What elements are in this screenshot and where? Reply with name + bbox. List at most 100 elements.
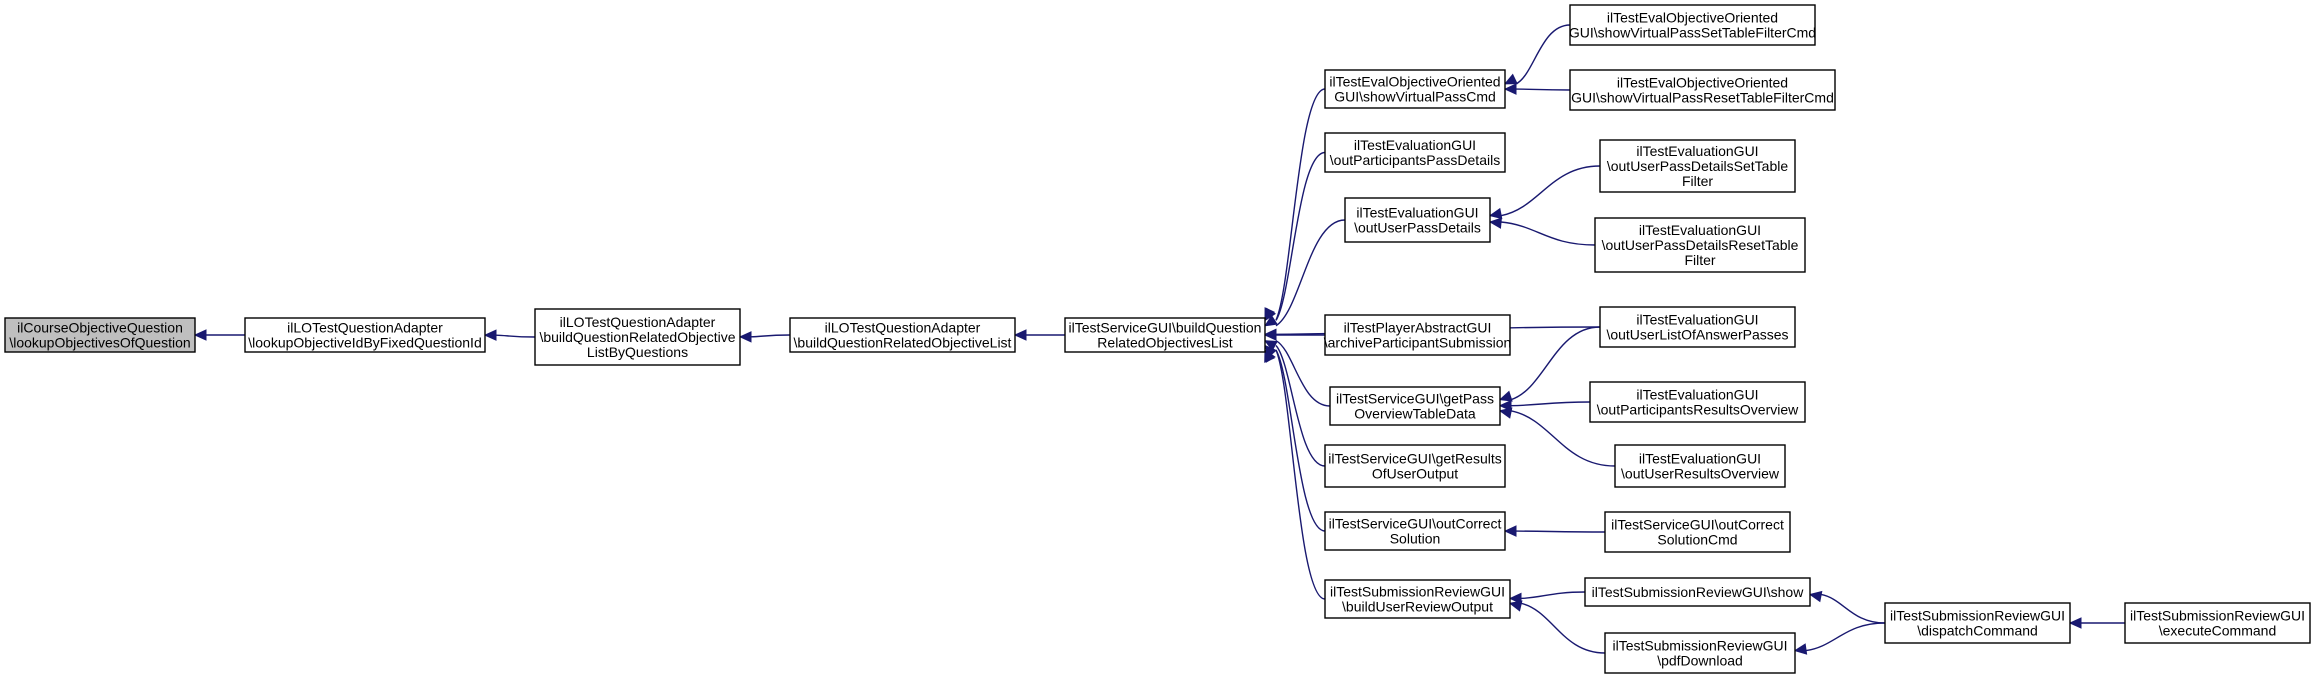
graph-node-illotestquestionadapter-buildquestionrelatedobjectivelistbyquestions[interactable]: ilLOTestQuestionAdapter\buildQuestionRel… [534,308,741,366]
graph-edge-n16-to-n7 [1488,217,1596,246]
graph-node-iltestsubmissionreviewgui-dispatchcommand[interactable]: ilTestSubmissionReviewGUI\dispatchComman… [1884,602,2071,644]
node-label-line: OfUserOutput [1372,466,1458,482]
graph-edge-n15-to-n7 [1488,165,1601,220]
node-label-line: ilLOTestQuestionAdapter [287,320,443,336]
graph-edge-n12-to-n4 [1264,348,1326,600]
graph-edge-n13-to-n5 [1503,24,1571,85]
edge-line [1500,221,1596,246]
node-box [1604,632,1796,674]
node-label-line: GUI\showVirtualPassCmd [1334,89,1496,105]
graph-node-iltestevaluationgui-outuserresultsoverview[interactable]: ilTestEvaluationGUI\outUserResultsOvervi… [1614,444,1786,488]
node-label-line: \lookupObjectivesOfQuestion [9,335,190,351]
graph-node-iltestplayerabstractgui-archiveparticipantsubmission[interactable]: ilTestPlayerAbstractGUI\archiveParticipa… [1324,314,1512,356]
graph-node-iltestservicegui-buildquestionrelatedobjectiveslist[interactable]: ilTestServiceGUI\buildQuestionRelatedObj… [1064,317,1266,353]
edges-layer [193,24,2126,655]
graph-edge-n22-to-n12 [1508,600,1606,654]
node-label-line: ilTestSubmissionReviewGUI [1330,584,1505,600]
graph-edge-n6-to-n4 [1264,151,1326,322]
node-label-line: GUI\showVirtualPassResetTableFilterCmd [1571,90,1834,106]
graph-node-illotestquestionadapter-lookupobjectiveidbyfixedquestionid[interactable]: ilLOTestQuestionAdapter\lookupObjectiveI… [244,317,486,353]
edge-line [1520,591,1586,600]
node-label-line: ilTestEvalObjectiveOriented [1617,75,1788,91]
node-label-line: ilTestEvalObjectiveOriented [1329,74,1500,90]
node-box [534,308,741,366]
node-label-line: \pdfDownload [1657,653,1743,669]
graph-edge-n17-to-n9 [1498,326,1601,402]
node-label-line: \outParticipantsResultsOverview [1597,402,1799,418]
edge-arrowhead [1263,314,1278,327]
edge-arrowhead [1013,329,1027,341]
node-box [1569,69,1836,111]
graph-edge-n20-to-n11 [1503,525,1606,537]
edge-line [1515,24,1571,85]
edge-line [1510,326,1601,401]
graph-edge-n24-to-n23 [2068,617,2126,629]
graph-edge-n23-to-n22 [1793,622,1886,655]
node-label-line: ilTestSubmissionReviewGUI [2130,608,2305,624]
node-label-line: ilTestServiceGUI\outCorrect [1329,516,1502,532]
edge-line [1510,410,1616,467]
graph-node-iltestsubmissionreviewgui-show[interactable]: ilTestSubmissionReviewGUI\show [1584,577,1811,607]
graph-node-iltestevaluationgui-outparticipantspassdetails[interactable]: ilTestEvaluationGUI\outParticipantsPassD… [1324,132,1506,173]
node-label-line: ilTestEvaluationGUI [1636,312,1758,328]
node-label-line: ilLOTestQuestionAdapter [560,314,716,330]
graph-node-iltestevalobjectiveorientedgui-showvirtualpasscmd[interactable]: ilTestEvalObjectiveOrientedGUI\showVirtu… [1324,69,1506,109]
edge-arrowhead [1263,340,1278,352]
node-box [244,317,486,353]
edge-arrowhead [1503,83,1517,95]
graph-node-iltestevalobjectiveorientedgui-showvirtualpasssettablefiltercmd[interactable]: ilTestEvalObjectiveOrientedGUI\showVirtu… [1569,4,1816,46]
graph-edge-n4-to-n3 [1013,329,1065,341]
graph-node-illotestquestionadapter-buildquestionrelatedobjectivelist[interactable]: ilLOTestQuestionAdapter\buildQuestionRel… [789,317,1016,353]
node-label-line: ilTestServiceGUI\buildQuestion [1069,320,1262,336]
node-label-line: ilTestServiceGUI\getResults [1328,451,1502,467]
graph-node-iltestsubmissionreviewgui-builduserreviewoutput[interactable]: ilTestSubmissionReviewGUI\buildUserRevie… [1324,579,1511,619]
graph-edge-n9-to-n4 [1263,340,1331,407]
node-label-line: ilLOTestQuestionAdapter [825,320,981,336]
node-label-line: \archiveParticipantSubmission [1324,335,1512,351]
node-box [2124,602,2311,644]
edge-line [1515,88,1571,91]
graph-node-ilcourseobjectivequestion-lookupobjectivesofquestion[interactable]: ilCourseObjectiveQuestion\lookupObjectiv… [4,317,196,353]
edge-line [1820,593,1886,624]
node-label-line: ilTestSubmissionReviewGUI\show [1592,584,1805,600]
node-box [1324,511,1506,551]
node-box [1599,139,1796,193]
edge-line [1510,401,1591,407]
graph-node-iltestevaluationgui-outuserpassdetailssettablefilter[interactable]: ilTestEvaluationGUI\outUserPassDetailsSe… [1599,139,1796,193]
node-label-line: ilTestEvalObjectiveOriented [1607,10,1778,26]
node-label-line: Filter [1684,252,1715,268]
node-label-line: \buildQuestionRelatedObjectiveList [794,335,1012,351]
node-box [1324,444,1506,488]
edge-line [1275,88,1326,321]
edge-line [750,334,791,338]
graph-node-iltestevaluationgui-outuserpassdetailsresettablefilter[interactable]: ilTestEvaluationGUI\outUserPassDetailsRe… [1594,217,1806,273]
node-label-line: ilTestEvaluationGUI [1636,387,1758,403]
node-label-line: \buildQuestionRelatedObjective [539,329,735,345]
node-label-line: ilTestSubmissionReviewGUI [1890,608,2065,624]
node-label-line: OverviewTableData [1354,406,1476,422]
graph-node-iltestevalobjectiveorientedgui-showvirtualpassresettablefiltercmd[interactable]: ilTestEvalObjectiveOrientedGUI\showVirtu… [1569,69,1836,111]
graph-node-iltestevaluationgui-outparticipantsresultsoverview[interactable]: ilTestEvaluationGUI\outParticipantsResul… [1589,381,1806,423]
graph-node-iltestservicegui-getpassoverviewtabledata[interactable]: ilTestServiceGUI\getPassOverviewTableDat… [1329,386,1501,426]
edge-line [1500,165,1601,217]
node-label-line: ilTestServiceGUI\getPass [1336,391,1494,407]
node-label-line: ilTestEvaluationGUI [1636,143,1758,159]
graph-edge-n18-to-n9 [1498,399,1591,412]
graph-node-iltestevaluationgui-outuserpassdetails[interactable]: ilTestEvaluationGUI\outUserPassDetails [1344,197,1491,243]
edge-arrowhead [193,329,207,341]
graph-node-iltestsubmissionreviewgui-pdfdownload[interactable]: ilTestSubmissionReviewGUI\pdfDownload [1604,632,1796,674]
node-box [1614,444,1786,488]
node-box [1064,317,1266,353]
edge-arrowhead [1503,525,1517,537]
graph-node-iltestevaluationgui-outuserlistofanswerpasses[interactable]: ilTestEvaluationGUI\outUserListOfAnswerP… [1599,306,1796,348]
node-label-line: ilTestEvaluationGUI [1639,451,1761,467]
node-label-line: RelatedObjectivesList [1097,335,1233,351]
edge-arrowhead [1793,643,1808,655]
edge-arrowhead [1264,348,1275,363]
node-label-line: SolutionCmd [1657,532,1737,548]
node-box [4,317,196,353]
graph-node-iltestsubmissionreviewgui-executecommand[interactable]: ilTestSubmissionReviewGUI\executeCommand [2124,602,2311,644]
